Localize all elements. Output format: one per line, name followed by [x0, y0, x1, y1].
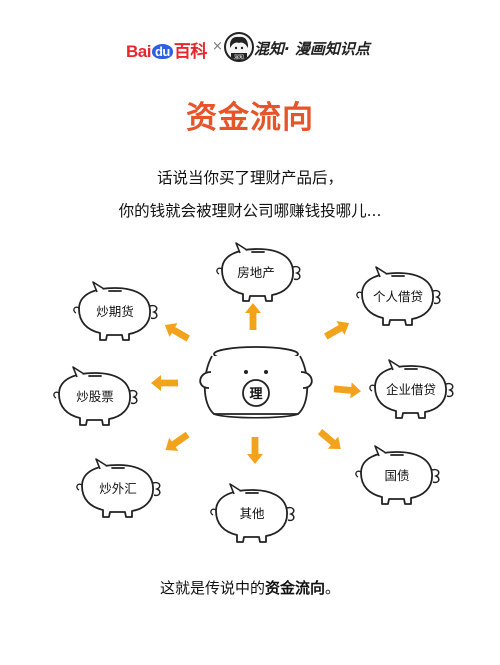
target-label: 国债	[384, 468, 409, 483]
target-label: 个人借贷	[373, 289, 423, 304]
fund-flow-diagram: 理 房地产 个人借贷 企业借贷 国债 其他 炒外汇 炒股票 炒期货	[52, 242, 454, 543]
target-corporate-loan: 企业借贷	[368, 359, 454, 419]
arrow-corporate-loan	[333, 380, 362, 400]
intro-line-2: 你的钱就会被理财公司哪赚钱投哪儿...	[118, 202, 382, 220]
arrow-forex	[160, 427, 193, 457]
target-personal-loan: 个人借贷	[355, 266, 441, 326]
target-label: 其他	[239, 506, 265, 521]
baike-text: 百科	[173, 42, 208, 61]
target-forex: 炒外汇	[75, 458, 161, 518]
avatar-icon: 混知	[224, 32, 254, 62]
arrow-other	[247, 437, 263, 464]
arrow-treasury	[314, 425, 346, 456]
target-real-estate: 房地产	[215, 242, 301, 302]
arrow-futures	[160, 318, 193, 346]
footer-emphasis: 资金流向	[264, 579, 325, 597]
arrow-personal-loan	[321, 316, 354, 344]
conclusion-text: 这就是传说中的资金流向。	[0, 577, 500, 598]
target-treasury: 国债	[354, 445, 440, 505]
target-label: 炒股票	[76, 389, 114, 404]
hunzhi-logo[interactable]: 混知· 漫画知识点	[254, 40, 370, 58]
arrow-stocks	[151, 375, 178, 391]
footer-suffix: 。	[325, 579, 341, 597]
baidu-prefix: Bai	[126, 42, 151, 61]
footer-prefix: 这就是传说中的	[159, 579, 265, 597]
arrow-real-estate	[245, 303, 261, 330]
pot-label: 理	[249, 387, 262, 402]
target-other: 其他	[209, 483, 295, 543]
page-title: 资金流向	[186, 100, 314, 136]
target-label: 房地产	[237, 265, 275, 280]
target-label: 炒外汇	[99, 481, 137, 496]
baidu-paw-icon: du	[151, 44, 173, 59]
money-pot: 理	[199, 346, 313, 419]
intro-line-1: 话说当你买了理财产品后，	[156, 169, 343, 187]
target-label: 炒期货	[96, 304, 134, 319]
target-label: 企业借贷	[386, 382, 436, 397]
target-futures: 炒期货	[72, 281, 158, 341]
separator: ×	[212, 39, 223, 54]
target-stocks: 炒股票	[52, 366, 138, 426]
avatar-caption: 混知	[234, 54, 244, 61]
